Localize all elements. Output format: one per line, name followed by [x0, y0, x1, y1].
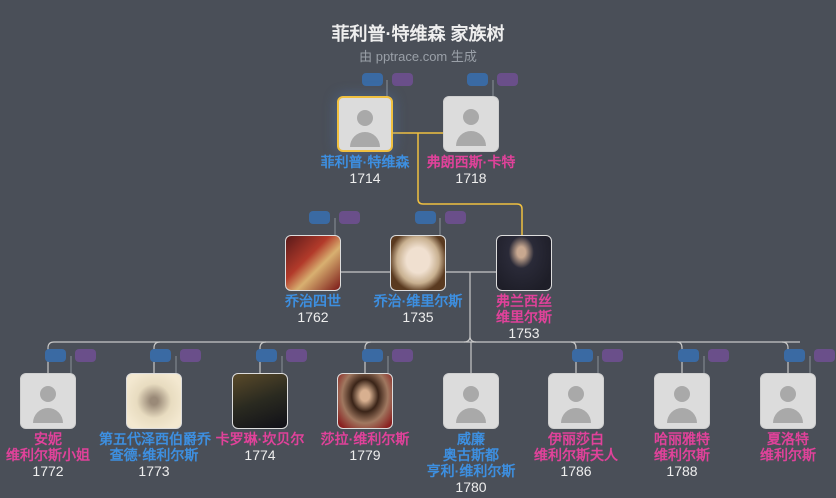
person-name: 奥古斯都 — [443, 447, 499, 463]
portrait-photo — [390, 235, 446, 291]
mother-pill[interactable] — [75, 349, 96, 362]
father-pill[interactable] — [415, 211, 436, 224]
father-pill[interactable] — [362, 349, 383, 362]
mother-pill[interactable] — [497, 73, 518, 86]
person-year: 1772 — [32, 463, 64, 479]
person-year: 1762 — [297, 309, 329, 325]
person-name: 乔治·维里尔斯 — [373, 293, 463, 309]
person-node-frances-carter[interactable]: 弗朗西斯·卡特 1718 — [416, 96, 526, 187]
mother-pill[interactable] — [602, 349, 623, 362]
default-avatar-icon — [443, 373, 499, 429]
father-pill[interactable] — [572, 349, 593, 362]
person-name: 维利尔斯 — [654, 447, 710, 463]
father-pill[interactable] — [256, 349, 277, 362]
father-pill[interactable] — [45, 349, 66, 362]
mother-pill[interactable] — [814, 349, 835, 362]
person-year: 1718 — [455, 170, 487, 186]
person-node-harriet[interactable]: 哈丽雅特 维利尔斯 1788 — [627, 373, 737, 480]
default-avatar-icon — [337, 96, 393, 152]
person-name: 夏洛特 — [767, 431, 809, 447]
person-year: 1780 — [455, 479, 487, 495]
mother-pill[interactable] — [339, 211, 360, 224]
person-name: 维利尔斯 — [760, 447, 816, 463]
mother-pill[interactable] — [286, 349, 307, 362]
portrait-photo — [232, 373, 288, 429]
person-year: 1714 — [349, 170, 381, 186]
default-avatar-icon — [654, 373, 710, 429]
person-node-caroline[interactable]: 卡罗琳·坎贝尔 1774 — [205, 373, 315, 464]
father-pill[interactable] — [784, 349, 805, 362]
person-year: 1735 — [402, 309, 434, 325]
person-node-george-villiers[interactable]: 乔治·维里尔斯 1735 — [363, 235, 473, 326]
person-year: 1779 — [349, 447, 381, 463]
portrait-photo — [337, 373, 393, 429]
spouse-line-gold — [393, 132, 523, 235]
mother-pill[interactable] — [392, 349, 413, 362]
person-name: 查德·维利尔斯 — [109, 447, 199, 463]
person-node-george-iv[interactable]: 乔治四世 1762 — [258, 235, 368, 326]
person-name: 安妮 — [34, 431, 62, 447]
mother-pill[interactable] — [180, 349, 201, 362]
person-name: 亨利·维利尔斯 — [426, 463, 516, 479]
person-name: 第五代泽西伯爵乔 — [99, 431, 211, 447]
person-year: 1788 — [666, 463, 698, 479]
default-avatar-icon — [20, 373, 76, 429]
portrait-photo — [496, 235, 552, 291]
person-node-frances-villiers[interactable]: 弗兰西丝 维里尔斯 1753 — [469, 235, 579, 342]
father-pill[interactable] — [362, 73, 383, 86]
person-name: 威廉 — [457, 431, 485, 447]
person-name: 弗朗西斯·卡特 — [426, 154, 516, 170]
mother-pill[interactable] — [445, 211, 466, 224]
portrait-photo — [126, 373, 182, 429]
person-name: 莎拉·维利尔斯 — [320, 431, 410, 447]
mother-pill[interactable] — [392, 73, 413, 86]
person-year: 1774 — [244, 447, 276, 463]
person-name: 维里尔斯 — [496, 309, 552, 325]
default-avatar-icon — [443, 96, 499, 152]
page-title: 菲利普·特维森 家族树 — [331, 24, 505, 44]
person-name: 卡罗琳·坎贝尔 — [215, 431, 305, 447]
person-node-william[interactable]: 威廉 奥古斯都 亨利·维利尔斯 1780 — [416, 373, 526, 496]
person-year: 1773 — [138, 463, 170, 479]
person-node-charlotte[interactable]: 夏洛特 维利尔斯 — [733, 373, 836, 463]
person-name: 菲利普·特维森 — [320, 154, 410, 170]
person-node-elizabeth[interactable]: 伊丽莎白 维利尔斯夫人 1786 — [521, 373, 631, 480]
person-node-sarah[interactable]: 莎拉·维利尔斯 1779 — [310, 373, 420, 464]
person-name: 维利尔斯夫人 — [534, 447, 618, 463]
person-node-philip[interactable]: 菲利普·特维森 1714 — [310, 96, 420, 187]
person-year: 1753 — [508, 325, 540, 341]
father-pill[interactable] — [678, 349, 699, 362]
mother-pill[interactable] — [708, 349, 729, 362]
person-name: 维利尔斯小姐 — [6, 447, 90, 463]
person-name: 弗兰西丝 — [496, 293, 552, 309]
person-name: 伊丽莎白 — [548, 431, 604, 447]
father-pill[interactable] — [150, 349, 171, 362]
page-subtitle: 由 pptrace.com 生成 — [359, 49, 477, 64]
portrait-photo — [285, 235, 341, 291]
person-name: 哈丽雅特 — [654, 431, 710, 447]
person-name: 乔治四世 — [285, 293, 341, 309]
father-pill[interactable] — [309, 211, 330, 224]
default-avatar-icon — [548, 373, 604, 429]
person-node-earl-jersey[interactable]: 第五代泽西伯爵乔 查德·维利尔斯 1773 — [99, 373, 211, 480]
person-year: 1786 — [560, 463, 592, 479]
default-avatar-icon — [760, 373, 816, 429]
father-pill[interactable] — [467, 73, 488, 86]
person-node-anne[interactable]: 安妮 维利尔斯小姐 1772 — [0, 373, 103, 480]
